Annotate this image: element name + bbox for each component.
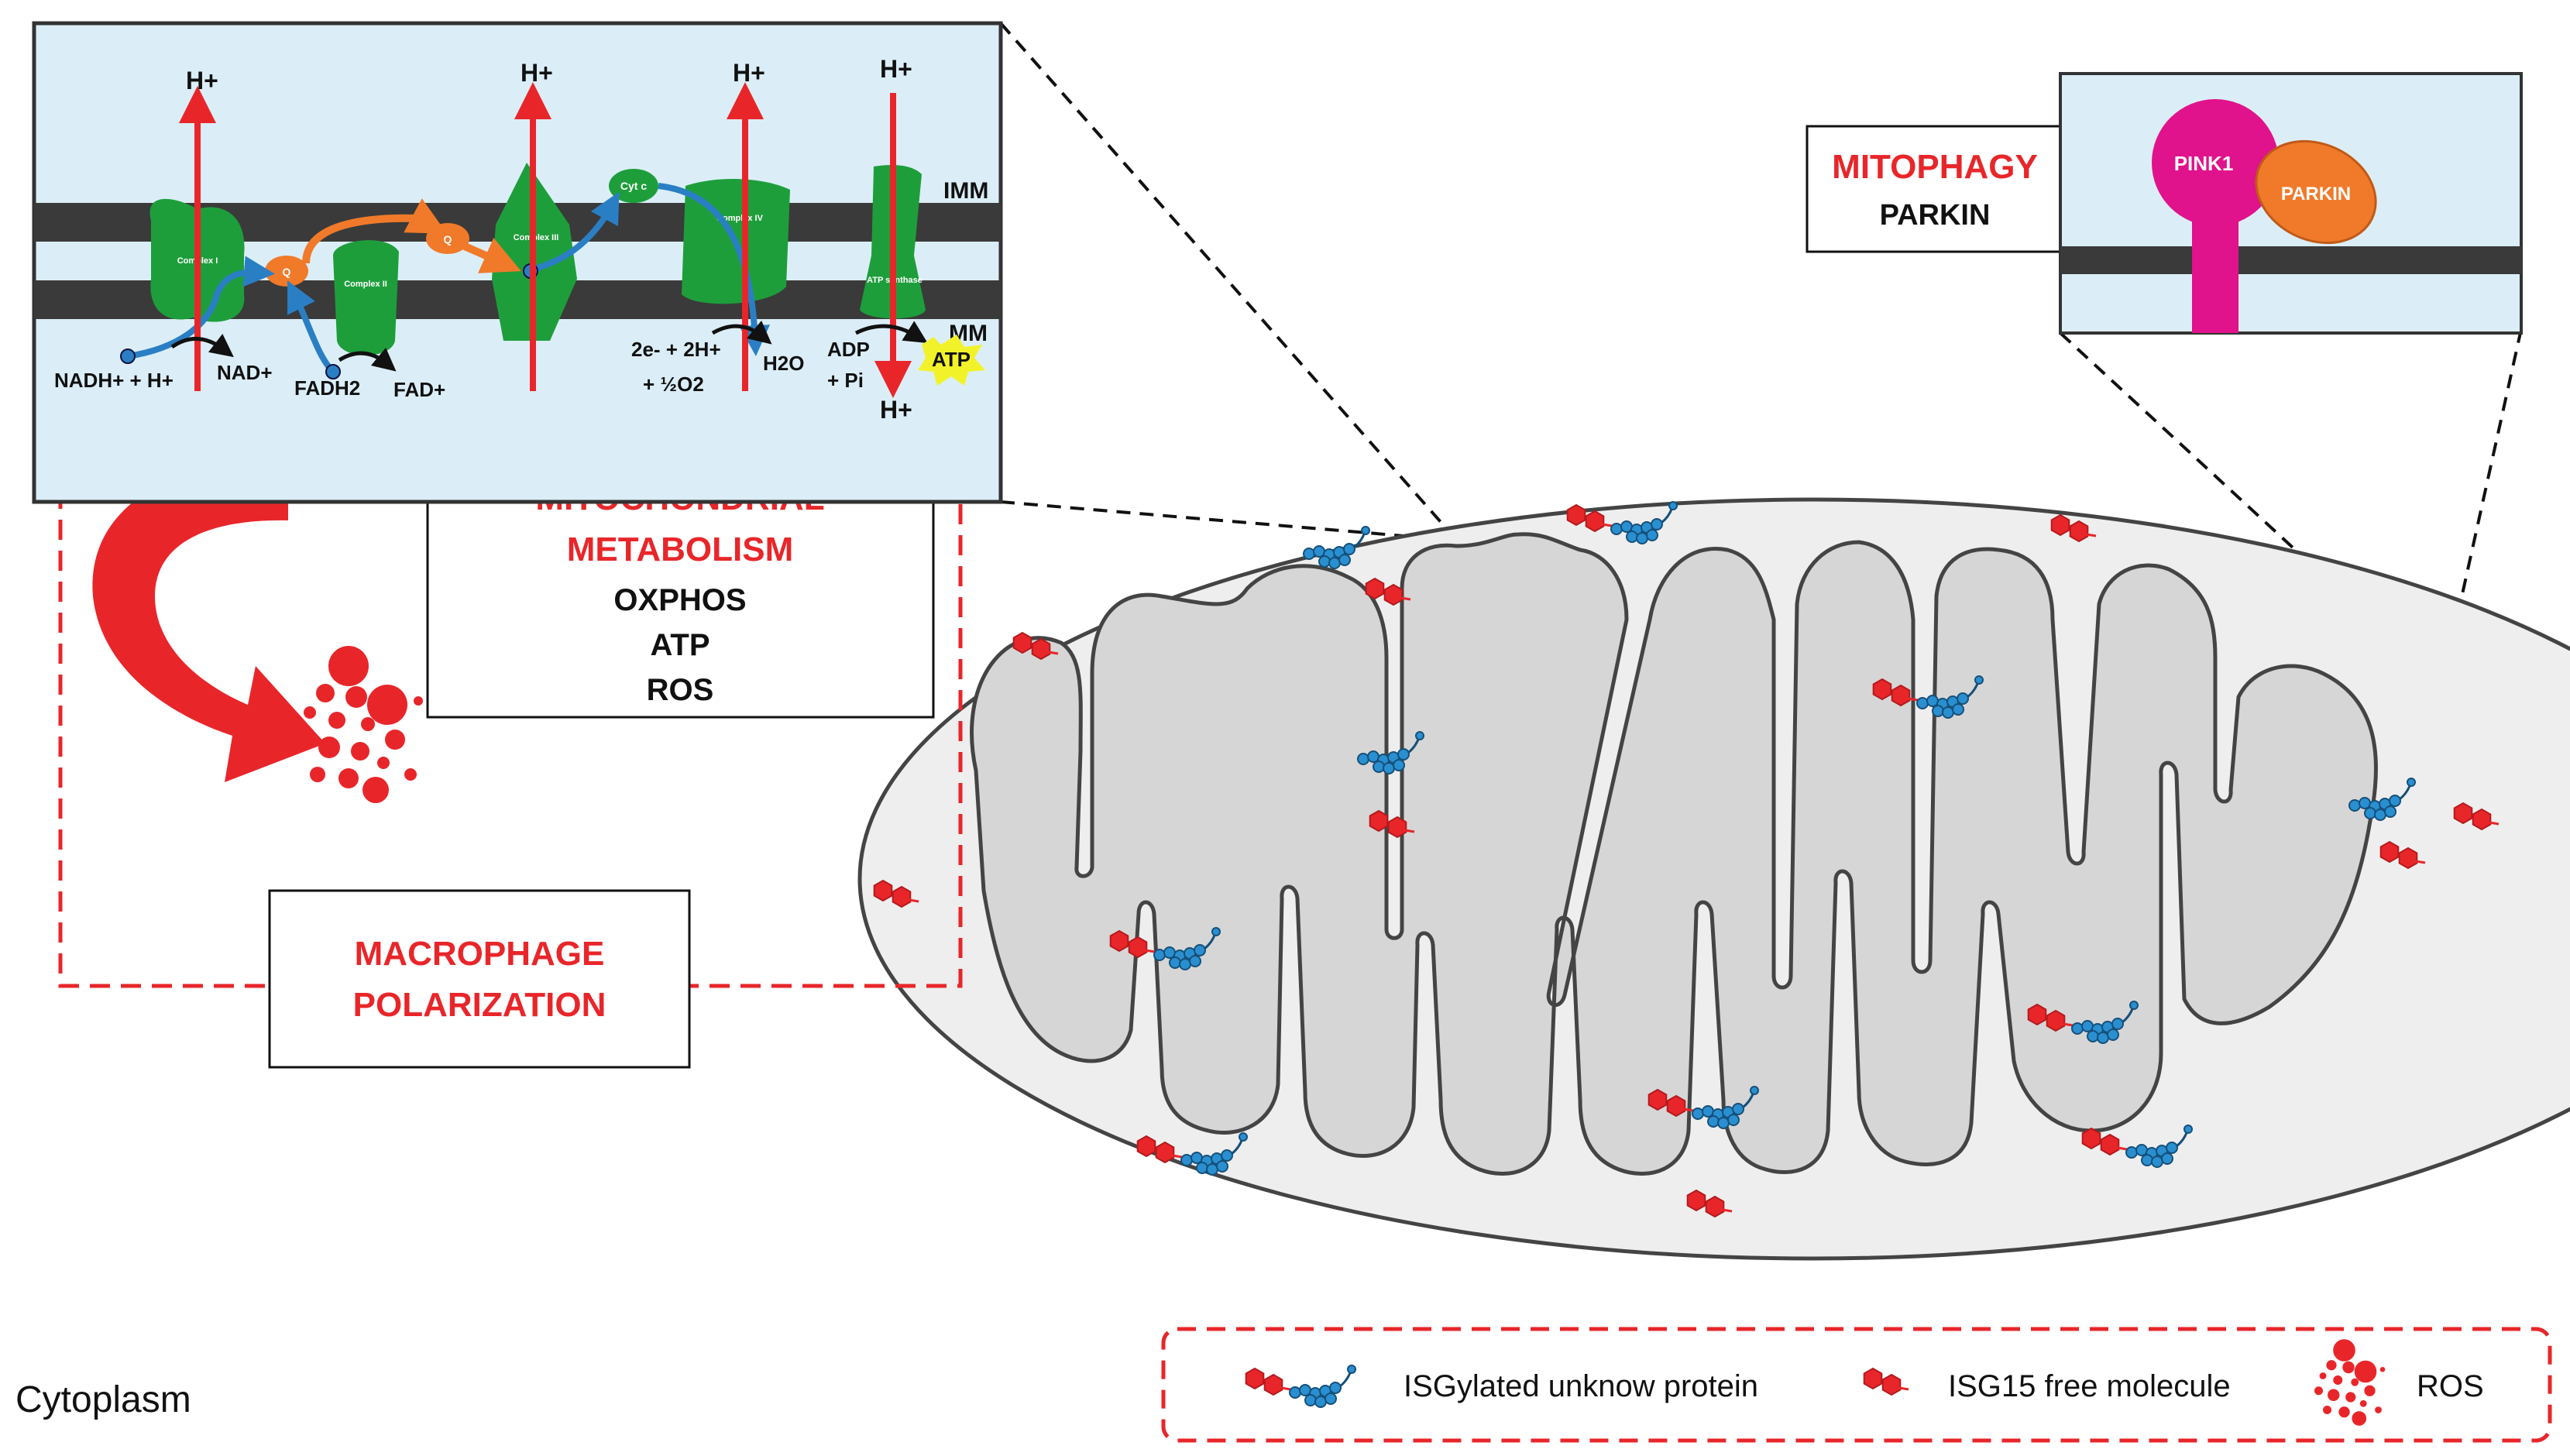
reaction-arrow xyxy=(338,347,397,372)
e-2h-label: 2e- + 2H+ xyxy=(631,338,721,361)
electron-path xyxy=(658,183,771,356)
pi-label: + Pi xyxy=(827,369,864,392)
pink1-protein xyxy=(2152,99,2279,226)
svg-text:Complex II: Complex II xyxy=(344,280,387,289)
atp-label: ATP xyxy=(932,348,971,371)
fad-label: FAD+ xyxy=(393,378,445,401)
polarization-line2: POLARIZATION xyxy=(353,986,606,1024)
fadh2-label: FADH2 xyxy=(294,376,360,400)
reaction-arrow xyxy=(854,321,928,343)
cytoplasm-label: Cytoplasm xyxy=(15,1379,191,1420)
legend: ISGylated unknow protein ISG15 free mole… xyxy=(1161,1327,2552,1443)
parkin-label: PARKIN xyxy=(2281,184,2351,204)
mitophagy-panel: PINK1 PARKIN xyxy=(2059,72,2523,335)
nad-label: NAD+ xyxy=(217,361,273,384)
legend-isg15-label: ISG15 free molecule xyxy=(1948,1369,2231,1403)
pink1-label: PINK1 xyxy=(2174,152,2234,175)
h2o-label: H2O xyxy=(763,352,804,375)
svg-text:Q: Q xyxy=(444,233,452,246)
mitochondrion xyxy=(857,497,2570,1261)
h-plus-label: H+ xyxy=(186,67,218,94)
reaction-arrow xyxy=(711,320,772,345)
polarization-box: MACROPHAGE POLARIZATION xyxy=(268,889,691,1069)
metabolism-oxphos: OXPHOS xyxy=(613,583,746,617)
cytochrome-c xyxy=(609,169,658,203)
ubiquinone-q xyxy=(265,256,308,287)
adp-label: ADP xyxy=(827,338,870,361)
polarization-line1: MACROPHAGE xyxy=(355,935,605,973)
metabolism-atp: ATP xyxy=(650,628,709,662)
legend-ros-label: ROS xyxy=(2417,1369,2484,1403)
metabolism-ros: ROS xyxy=(647,673,714,707)
parkin-protein xyxy=(2255,139,2377,245)
outer-membrane-strip xyxy=(2060,246,2521,274)
curved-red-arrow xyxy=(92,458,325,782)
svg-text:Q: Q xyxy=(283,266,291,278)
complex-ii xyxy=(333,240,399,355)
svg-text:Complex IV: Complex IV xyxy=(716,214,764,223)
zoom-line-etc-top xyxy=(999,22,1465,550)
ros-cluster xyxy=(294,646,423,803)
legend-isgylated-icon xyxy=(1246,1365,1355,1407)
reaction-arrow xyxy=(170,333,234,358)
q-transfer-arrow xyxy=(302,198,448,264)
zoom-line-etc-bottom xyxy=(1000,500,1441,541)
etc-panel: IMM MM Complex I Complex II Complex III … xyxy=(32,21,1003,504)
h-plus-label: H+ xyxy=(521,59,553,87)
mitophagy-subtitle: PARKIN xyxy=(1880,199,1991,232)
electron-path xyxy=(127,256,275,359)
inner-membrane-cristae xyxy=(970,532,2378,1176)
legend-frame xyxy=(1161,1327,2552,1443)
svg-text:Cyt c: Cyt c xyxy=(620,180,647,192)
legend-isgylated-label: ISGylated unknow protein xyxy=(1404,1369,1758,1403)
legend-ros-icon xyxy=(2314,1339,2386,1426)
mitophagy-title: MITOPHAGY xyxy=(1832,148,2038,186)
zoom-line-mitophagy-right xyxy=(2442,328,2523,678)
half-o2-label: + ½O2 xyxy=(643,373,704,396)
h-plus-label: H+ xyxy=(733,59,765,87)
q-transfer-arrow xyxy=(462,238,521,273)
atp-starburst xyxy=(918,335,985,386)
h-plus-label: H+ xyxy=(880,396,912,424)
imm-label: IMM xyxy=(943,178,988,204)
h-plus-label: H+ xyxy=(880,55,912,83)
metabolism-line2: METABOLISM xyxy=(567,531,794,568)
nadh-label: NADH+ + H+ xyxy=(54,369,174,392)
mitophagy-label-box: MITOPHAGY PARKIN xyxy=(1806,125,2064,253)
legend-isg15-icon xyxy=(1864,1368,1909,1395)
